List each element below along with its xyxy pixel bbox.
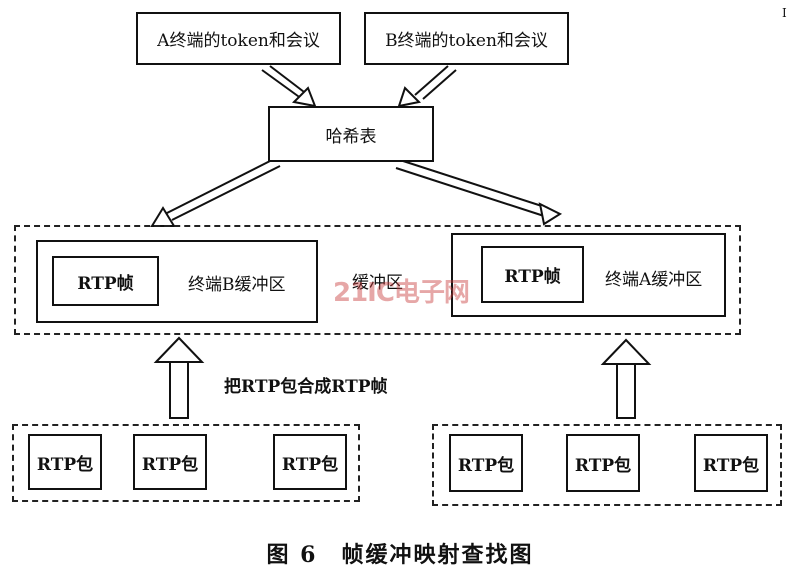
arrow-hash-to-buffer-a — [395, 159, 563, 226]
terminal-a-buffer-label: 终端A缓冲区 — [605, 270, 703, 290]
arrow-up-right — [600, 338, 652, 419]
hash-table-box: 哈希表 — [268, 106, 434, 162]
rtp-frame-a: RTP帧 — [481, 246, 584, 303]
packet-group-right — [432, 424, 782, 506]
buffer-center-label: 缓冲区 — [352, 273, 403, 293]
arrow-hash-to-buffer-b — [150, 159, 281, 227]
assemble-label: 把RTP包合成RTP帧 — [224, 377, 388, 397]
figure-caption: 图 6 帧缓冲映射查找图 — [266, 542, 534, 568]
corner-mark: I — [782, 6, 787, 20]
rtp-packet: RTP包 — [133, 434, 207, 490]
rtp-frame-b: RTP帧 — [52, 256, 159, 306]
a-token-box: A终端的token和会议 — [136, 12, 341, 65]
terminal-b-buffer-label: 终端B缓冲区 — [188, 275, 286, 295]
arrow-b-to-hash — [397, 65, 457, 108]
rtp-packet: RTP包 — [449, 434, 523, 492]
packet-group-left — [12, 424, 360, 502]
rtp-packet: RTP包 — [694, 434, 768, 492]
b-token-box: B终端的token和会议 — [364, 12, 569, 65]
arrow-a-to-hash — [261, 65, 317, 108]
arrow-up-left — [153, 336, 205, 419]
rtp-packet: RTP包 — [28, 434, 102, 490]
watermark: 21IC电子网 — [333, 278, 470, 308]
buffer-container — [14, 225, 741, 335]
rtp-packet: RTP包 — [273, 434, 347, 490]
rtp-packet: RTP包 — [566, 434, 640, 492]
